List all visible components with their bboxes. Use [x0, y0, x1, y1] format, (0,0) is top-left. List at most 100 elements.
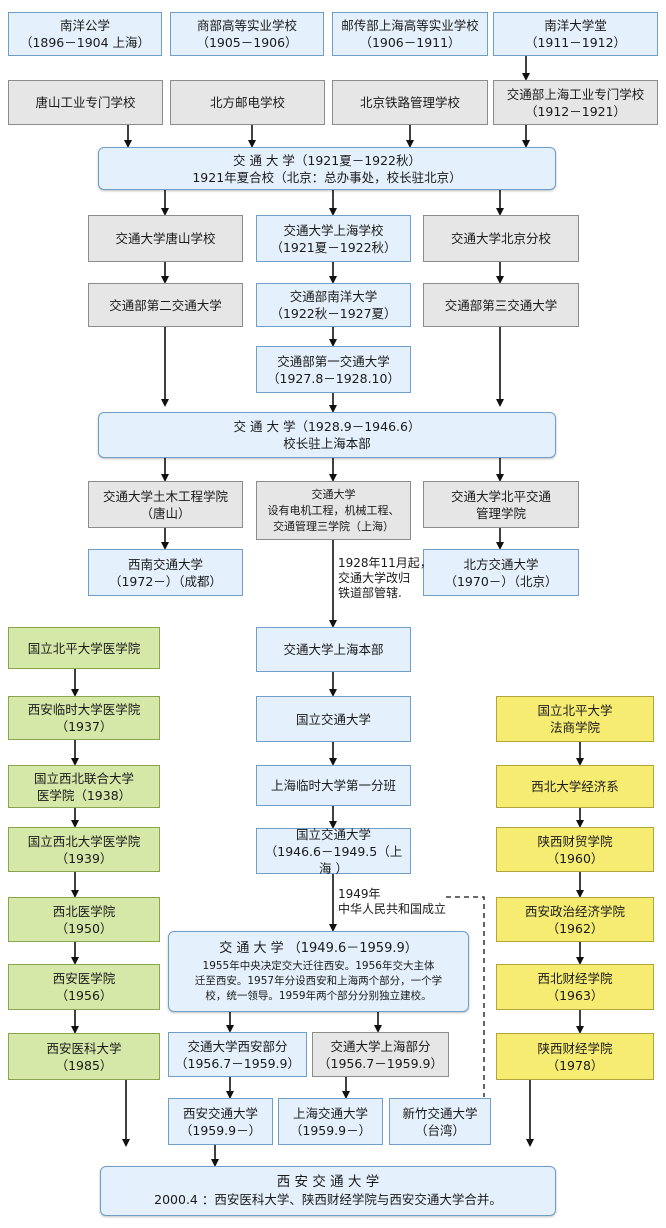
- node-di-san: 交通部第三交通大学: [423, 283, 579, 327]
- node-period: （1959.9－）: [179, 1122, 262, 1138]
- node-line: （1956）: [55, 988, 113, 1003]
- node-period: （1956.7－1959.9）: [318, 1055, 443, 1071]
- node-right-3: 西安政治经济学院 （1962）: [496, 897, 654, 942]
- note-line: 交通大学改归: [338, 571, 411, 585]
- node-period: （1912－1921）: [524, 103, 627, 119]
- note-line: 1949年: [338, 887, 381, 901]
- node-name: 交通部第三交通大学: [444, 297, 558, 313]
- node-line: （1963）: [546, 988, 604, 1003]
- node-line: 西北医学院: [52, 903, 116, 919]
- node-line: 西安临时大学医学院: [27, 702, 141, 717]
- node-name: 西南交通大学: [127, 556, 203, 572]
- node-period: （1956.7－1959.9）: [175, 1055, 300, 1071]
- node-name: 商部高等实业学校: [196, 18, 297, 33]
- node-right-4: 西北财经学院 （1963）: [496, 964, 654, 1010]
- node-right-1: 西北大学经济系: [496, 765, 654, 808]
- node-line: （1950）: [55, 920, 113, 936]
- node-name: 交通大学上海本部: [283, 642, 384, 657]
- node-line: （1985）: [55, 1057, 113, 1073]
- node-name: 北京铁路管理学校: [359, 95, 460, 110]
- node-guoli: 国立交通大学: [256, 696, 411, 742]
- node-line: 交通大学: [311, 487, 356, 501]
- node-name: 交通大学西安部分: [187, 1038, 288, 1054]
- node-jiaotong-1921: 交 通 大 学（1921夏－1922秋） 1921年夏合校（北京：总办事处，校长…: [98, 147, 556, 190]
- node-di-er: 交通部第二交通大学: [88, 283, 243, 327]
- node-line: 设有电机工程，机械工程、: [267, 503, 400, 517]
- node-line: 国立西北联合大学: [33, 770, 134, 786]
- node-line: 西安政治经济学院: [524, 903, 625, 919]
- note-1949: 1949年 中华人民共和国成立: [338, 887, 446, 917]
- node-period: （1927.8－1928.10）: [267, 370, 400, 386]
- node-line: 管理学院: [475, 505, 526, 521]
- node-jd-tangshan: 交通大学唐山学校: [88, 215, 243, 262]
- node-name: 南洋公学: [59, 18, 110, 33]
- node-jiaotong-1928: 交 通 大 学（1928.9－1946.6） 校长驻上海本部: [98, 412, 556, 458]
- node-name: 西安交通大学: [182, 1105, 258, 1121]
- node-line: （1962）: [546, 920, 604, 936]
- node-line: （1960）: [546, 850, 604, 866]
- node-jiaotongbu-shanghai: 交通部上海工业专门学校 （1912－1921）: [493, 80, 658, 125]
- node-beiping: 交通大学北平交通 管理学院: [423, 481, 579, 528]
- node-name: 北方邮电学校: [209, 95, 285, 110]
- node-nanyang-gongxue: 南洋公学 （1896－1904 上海）: [8, 12, 162, 56]
- node-line: （1978）: [546, 1057, 604, 1073]
- node-jd-beijing: 交通大学北京分校: [423, 215, 579, 262]
- note-line: 铁道部管辖.: [338, 586, 402, 600]
- node-left-2: 国立西北联合大学 医学院（1938）: [8, 765, 160, 808]
- node-title: 西 安 交 通 大 学: [276, 1174, 380, 1190]
- node-left-4: 西北医学院 （1950）: [8, 897, 160, 942]
- node-line: 法商学院: [549, 720, 600, 735]
- node-name: 交通部上海工业专门学校: [506, 86, 645, 102]
- node-right-2: 陕西财贸学院 （1960）: [496, 827, 654, 872]
- node-right-5: 陕西财经学院 （1978）: [496, 1033, 654, 1080]
- node-line: （1939）: [55, 850, 113, 866]
- node-line: 陕西财贸学院: [537, 833, 613, 849]
- node-title: 交 通 大 学 （1949.6－1959.9）: [219, 940, 418, 956]
- node-nanyang-datang: 南洋大学堂 （1911－1912）: [493, 12, 658, 56]
- node-xinan: 西南交通大学 （1972－）（成都）: [88, 549, 243, 596]
- node-tangshan: 唐山工业专门学校: [8, 80, 163, 125]
- node-name: 唐山工业专门学校: [35, 95, 136, 110]
- node-line: 西北大学经济系: [531, 779, 619, 794]
- node-name: 交通大学上海部分: [330, 1038, 431, 1054]
- node-period: （1906－1911）: [359, 35, 461, 50]
- node-title: 交 通 大 学（1928.9－1946.6）: [233, 419, 421, 434]
- node-shanghai-bufen: 交通大学上海部分 （1956.7－1959.9）: [312, 1032, 449, 1077]
- node-shanghai-benbu: 交通大学上海本部: [256, 627, 411, 672]
- node-desc: 2000.4 ：西安医科大学、陕西财经学院与西安交通大学合并。: [154, 1192, 502, 1207]
- node-name: 南洋大学堂: [544, 18, 607, 33]
- node-xinzhu-jd: 新竹交通大学 （台湾）: [389, 1098, 491, 1145]
- node-name: 交通部第一交通大学: [277, 353, 390, 369]
- node-guoli-1946: 国立交通大学 （1946.6－1949.5（上海 ）: [256, 826, 411, 876]
- node-name: 上海交通大学: [292, 1105, 368, 1121]
- node-name: 邮传部上海高等实业学校: [341, 18, 479, 33]
- node-line: 国立西北大学医学院: [27, 833, 141, 849]
- node-line: 国立北平大学: [537, 703, 613, 718]
- node-name: 国立交通大学: [295, 826, 371, 842]
- node-line: 西北财经学院: [537, 971, 613, 986]
- node-desc: 迁至西安。1957年分设西安和上海两个部分，一个学: [194, 974, 443, 987]
- node-line: 医学院（1938）: [36, 787, 132, 803]
- node-desc: 1921年夏合校（北京：总办事处，校长驻北京）: [192, 169, 462, 185]
- node-left-3: 国立西北大学医学院 （1939）: [8, 827, 160, 872]
- node-di-yi: 交通部第一交通大学 （1927.8－1928.10）: [256, 346, 411, 393]
- node-final: 西 安 交 通 大 学 2000.4 ：西安医科大学、陕西财经学院与西安交通大学…: [100, 1166, 556, 1216]
- node-name: 交通大学唐山学校: [115, 231, 216, 246]
- node-name: 上海临时大学第一分班: [270, 778, 396, 793]
- node-line: 陕西财经学院: [537, 1040, 613, 1056]
- node-name: 新竹交通大学: [402, 1105, 478, 1121]
- node-beifang: 北方交通大学 （1970－）（北京）: [423, 549, 579, 596]
- node-period: （1911－1912）: [524, 35, 627, 50]
- node-left-0: 国立北平大学医学院: [8, 627, 160, 669]
- node-jd-shanghai: 交通大学上海学校 （1921夏－1922秋）: [256, 215, 411, 262]
- node-line: 西安医学院: [52, 971, 116, 986]
- node-line: 国立北平大学医学院: [27, 640, 141, 656]
- node-name: 交通大学上海学校: [283, 222, 384, 238]
- node-line: 西安医科大学: [46, 1040, 122, 1056]
- node-name: 交通部第二交通大学: [109, 297, 222, 313]
- node-jd-center: 交通大学 设有电机工程，机械工程、 交通管理三学院（上海）: [256, 481, 411, 540]
- node-youchuanbu: 邮传部上海高等实业学校 （1906－1911）: [332, 12, 488, 56]
- node-period: （1921夏－1922秋）: [270, 239, 397, 255]
- node-beijing-tielu: 北京铁路管理学校: [332, 80, 488, 125]
- node-period: （1905－1906）: [196, 35, 298, 50]
